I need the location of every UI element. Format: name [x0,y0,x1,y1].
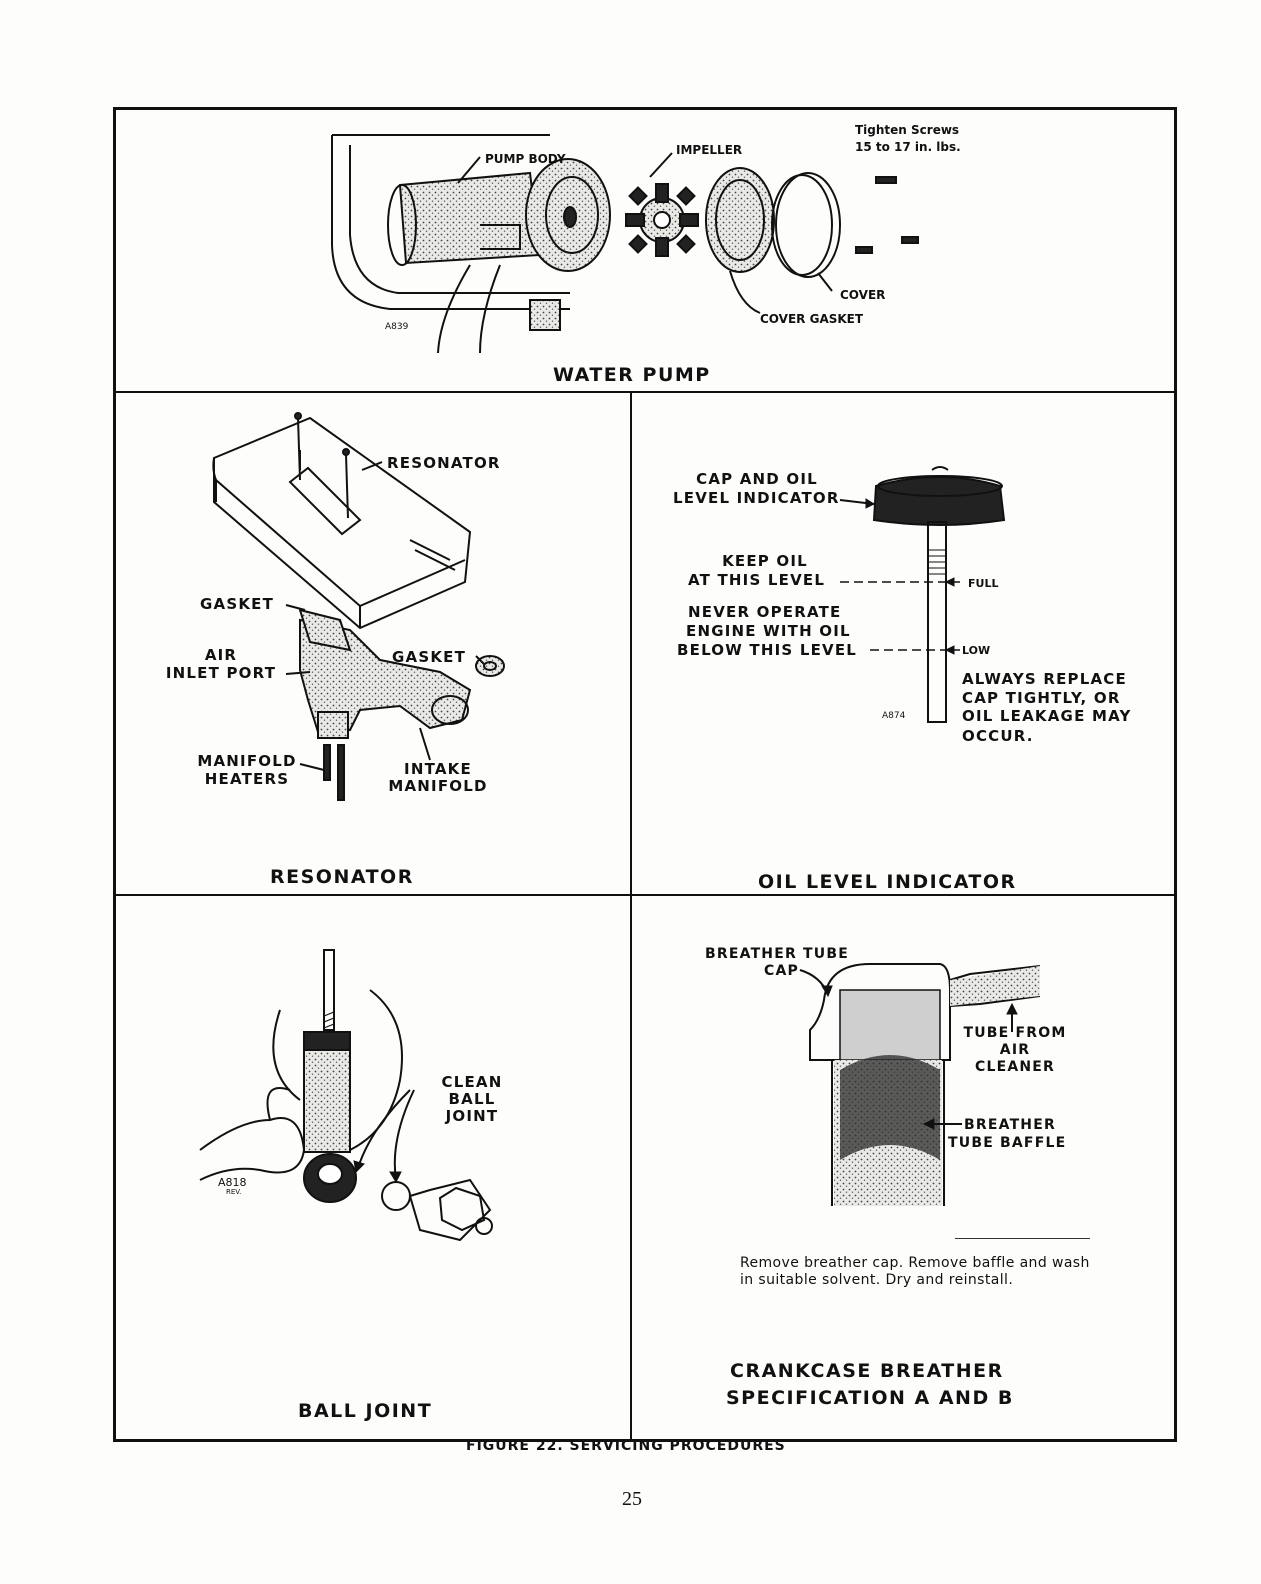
label-never-operate-1: NEVER OPERATE [688,603,842,621]
label-never-operate-2: ENGINE WITH OIL [686,622,851,640]
label-keep-oil-1: KEEP OIL [722,552,808,570]
label-gasket-upper: GASKET [200,595,275,613]
label-always-replace-4: OCCUR. [962,727,1034,745]
label-gasket-lower: GASKET [392,648,467,666]
label-resonator: RESONATOR [387,454,501,472]
label-intake-manifold-1: INTAKE [404,760,472,778]
label-always-replace-3: OIL LEAKAGE MAY [962,707,1132,725]
label-manifold-heaters-2: HEATERS [204,770,290,788]
label-keep-oil-2: AT THIS LEVEL [688,571,826,589]
oil-level-illustration [839,466,1006,723]
label-always-replace-1: ALWAYS REPLACE [962,670,1127,688]
ref-a839: A839 [385,322,409,332]
crankcase-title-2: SPECIFICATION A AND B [726,1387,1014,1409]
label-breather-tube-baffle-1: BREATHER [964,1117,1056,1133]
instructions-line-2: in suitable solvent. Dry and reinstall. [740,1272,1014,1288]
label-breather-tube-baffle-2: TUBE BAFFLE [948,1135,1067,1151]
ball-joint-title: BALL JOINT [298,1400,433,1422]
page-number: 25 [622,1488,642,1510]
resonator-illustration [212,412,505,801]
label-always-replace-2: CAP TIGHTLY, OR [962,689,1121,707]
instructions-rule [955,1238,1090,1239]
label-tube-from-air-cleaner-1: TUBE FROM [963,1025,1067,1041]
label-cover: COVER [840,288,886,302]
ball-joint-illustration [199,949,493,1242]
label-impeller: IMPELLER [676,143,743,157]
label-never-operate-3: BELOW THIS LEVEL [677,641,858,659]
label-clean-ball-joint-3: JOINT [445,1107,499,1125]
label-tighten-screws-2: 15 to 17 in. lbs. [855,140,961,154]
label-tighten-screws-1: Tighten Screws [855,123,960,137]
label-breather-tube-cap-1: BREATHER TUBE [705,946,849,962]
label-cap-oil-2: LEVEL INDICATOR [673,489,840,507]
figure-caption: FIGURE 22. SERVICING PROCEDURES [466,1438,786,1454]
crankcase-breather-illustration [799,963,1041,1206]
label-air-inlet-2: INLET PORT [165,664,277,682]
divider-middle [113,894,1177,896]
instructions-line-1: Remove breather cap. Remove baffle and w… [740,1255,1090,1271]
divider-top [113,391,1177,393]
water-pump-title: WATER PUMP [553,364,711,386]
label-cap-oil-1: CAP AND OIL [696,470,818,488]
oil-level-title: OIL LEVEL INDICATOR [758,871,1017,893]
divider-vertical [630,391,632,1442]
label-breather-tube-cap-2: CAP [764,963,799,979]
ref-a874: A874 [882,711,906,721]
label-intake-manifold-2: MANIFOLD [388,777,488,795]
label-clean-ball-joint-2: BALL [448,1090,496,1108]
label-clean-ball-joint-1: CLEAN [441,1073,503,1091]
figure-frame [113,107,1177,1442]
resonator-title: RESONATOR [270,866,414,888]
water-pump-illustration [331,134,919,354]
label-manifold-heaters-1: MANIFOLD [197,752,297,770]
label-low: LOW [962,644,991,657]
label-tube-from-air-cleaner-2: AIR [999,1042,1031,1058]
label-full: FULL [968,577,999,590]
ref-a818-rev: REV. [226,1188,242,1196]
label-tube-from-air-cleaner-3: CLEANER [974,1059,1056,1075]
crankcase-title-1: CRANKCASE BREATHER [730,1360,1004,1382]
ref-a818: A818 [218,1176,247,1189]
label-cover-gasket: COVER GASKET [760,312,864,326]
label-air-inlet-1: AIR [204,646,238,664]
label-pump-body: PUMP BODY [485,152,566,166]
